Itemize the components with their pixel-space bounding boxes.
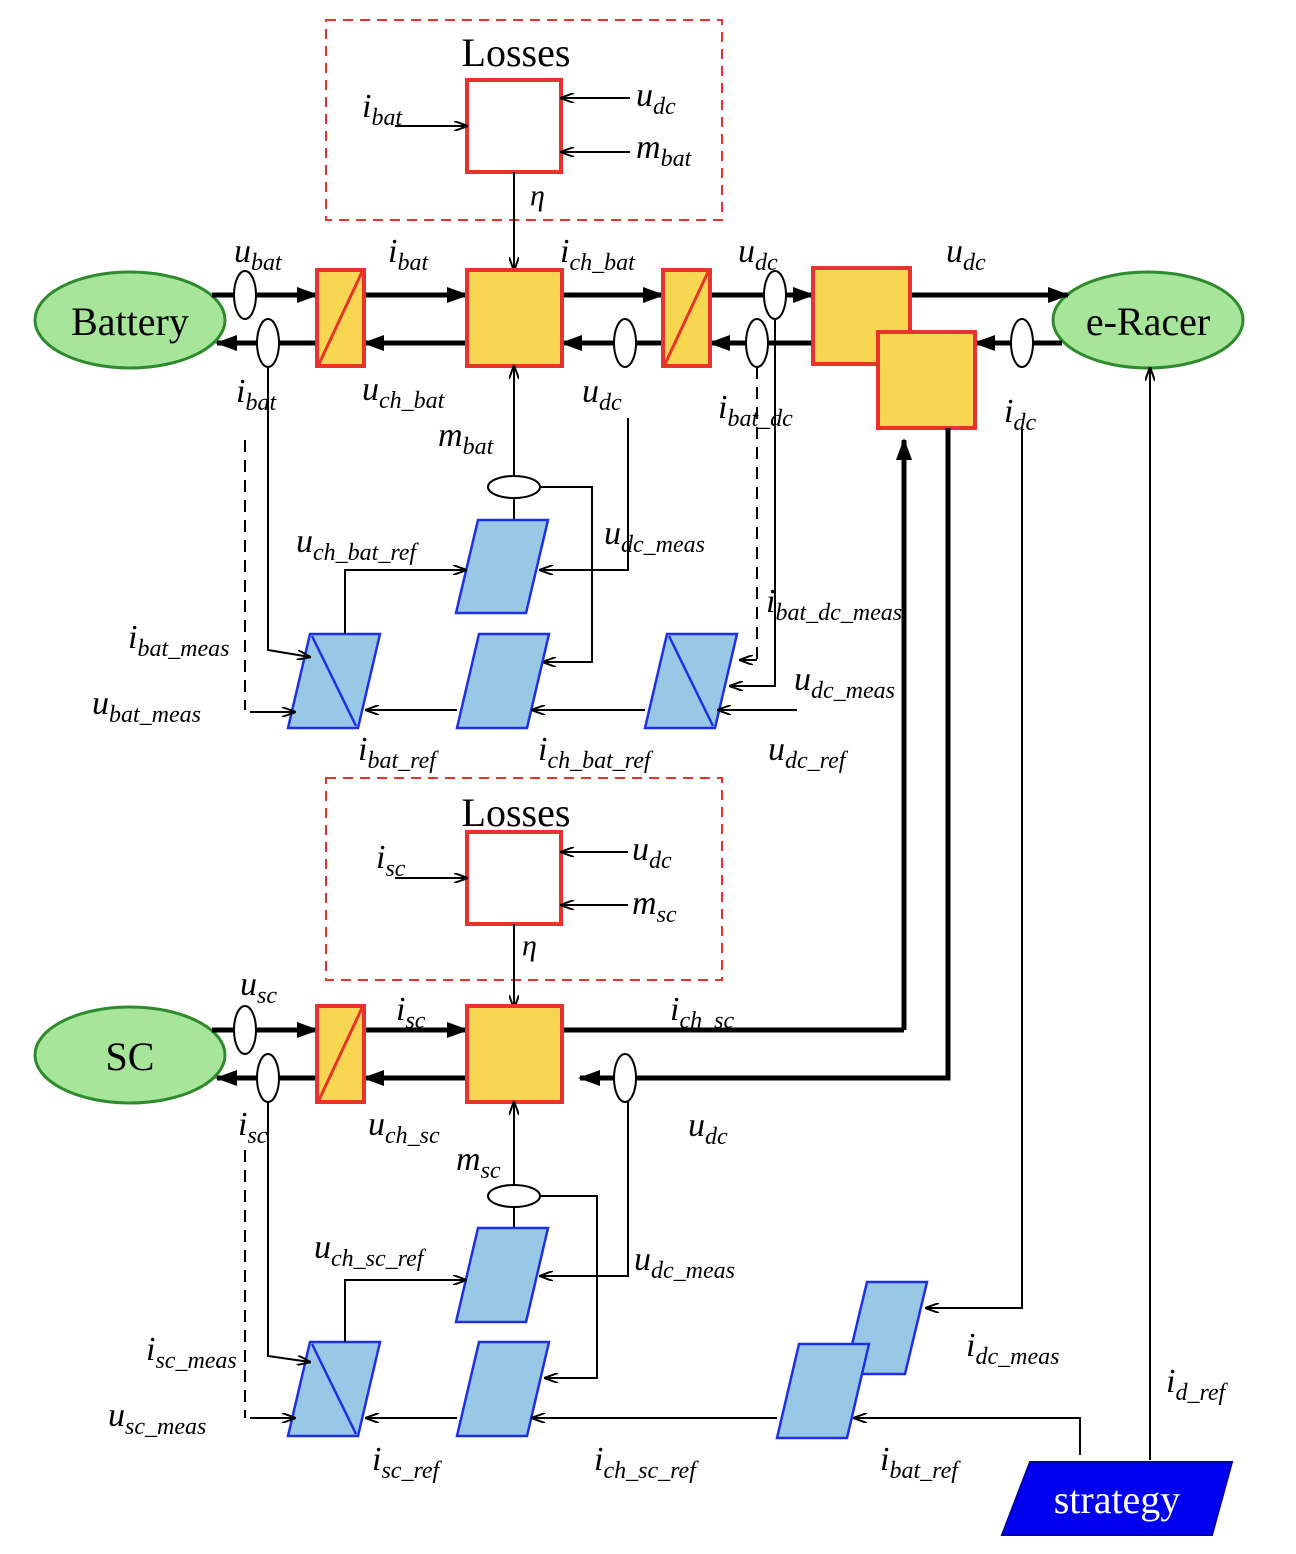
battery-label: Battery <box>71 299 189 344</box>
losses-bottom-frame <box>325 777 723 981</box>
control-block-ibatref <box>775 1342 871 1440</box>
eta-top: η <box>530 179 545 212</box>
eta-bottom: η <box>522 929 537 962</box>
label-u-dc-bot: udc <box>688 1107 728 1150</box>
control-block-uchbat <box>454 518 550 615</box>
label-u-dc-ref: udc_ref <box>768 731 849 774</box>
label-i-ch-sc-ref: ich_sc_ref <box>594 1441 699 1484</box>
label-i-bat-left: ibat <box>236 373 277 416</box>
label-m-sc: msc <box>456 1141 501 1184</box>
label-i-sc-ref: isc_ref <box>372 1441 443 1484</box>
label-i-bat-ref: ibat_ref <box>358 731 439 774</box>
sc-chopper-block <box>465 1004 564 1104</box>
label-top-loss-m: mbat <box>636 129 693 172</box>
control-block-ichbat <box>455 632 551 730</box>
label-u-dc-meas-1: udc_meas <box>604 515 705 558</box>
label-i-dc-meas: idc_meas <box>966 1327 1059 1370</box>
coupling-block-2 <box>876 330 977 430</box>
label-u-ch-sc-ref: uch_sc_ref <box>314 1229 427 1272</box>
label-bot-loss-m: msc <box>632 885 677 928</box>
battery-block <box>33 270 227 370</box>
losses-bottom-title: Losses <box>462 790 571 835</box>
strategy-block <box>1000 1461 1234 1536</box>
label-top-loss-i: ibat <box>362 88 403 131</box>
label-i-ch-bat: ich_bat <box>560 233 636 276</box>
sc-block <box>33 1005 227 1105</box>
label-m-bat: mbat <box>438 417 495 460</box>
label-u-dc-mid: udc <box>582 373 622 416</box>
label-i-ch-bat-ref: ich_bat_ref <box>538 731 654 774</box>
label-u-sc: usc <box>240 966 277 1009</box>
losses-bottom-block <box>465 830 563 926</box>
label-i-sc-meas: isc_meas <box>146 1331 237 1374</box>
label-i-sc-left: isc <box>238 1106 268 1149</box>
label-i-d-ref: id_ref <box>1166 1363 1229 1406</box>
label-i-ch-sc: ich_sc <box>670 991 734 1034</box>
battery-converter-2 <box>661 268 712 368</box>
battery-converter-1 <box>315 268 366 368</box>
label-u-sc-meas: usc_meas <box>108 1397 206 1440</box>
control-block-uchsc <box>454 1226 550 1324</box>
label-i-dc: idc <box>1004 393 1036 436</box>
losses-top-frame <box>325 19 723 221</box>
label-u-dc-meas-2: udc_meas <box>794 661 895 704</box>
label-i-bat-ref-2: ibat_ref <box>880 1441 961 1484</box>
sc-label: SC <box>106 1034 155 1079</box>
label-top-loss-u: udc <box>636 77 676 120</box>
label-i-bat-dc: ibat_dc <box>718 389 793 432</box>
losses-top-title: Losses <box>462 30 571 75</box>
losses-top-block <box>465 78 563 174</box>
battery-chopper-block <box>465 268 564 368</box>
label-u-dc-top1: udc <box>738 233 778 276</box>
label-bot-loss-u: udc <box>632 831 672 874</box>
strategy-label: strategy <box>1054 1477 1181 1522</box>
label-u-ch-bat: uch_bat <box>362 371 446 414</box>
label-u-bat: ubat <box>234 233 283 276</box>
control-block-ichsc <box>455 1340 551 1438</box>
label-i-bat-dc-meas: ibat_dc_meas <box>766 583 902 626</box>
eracer-label: e-Racer <box>1086 299 1210 344</box>
label-u-ch-bat-ref: uch_bat_ref <box>296 523 419 566</box>
label-u-ch-sc: uch_sc <box>368 1106 440 1149</box>
label-u-dc-top2: udc <box>946 233 986 276</box>
sc-converter <box>315 1004 366 1104</box>
label-i-bat-top: ibat <box>388 233 429 276</box>
label-u-dc-meas-3: udc_meas <box>634 1241 735 1284</box>
label-u-bat-meas: ubat_meas <box>92 685 201 728</box>
label-i-bat-meas: ibat_meas <box>128 619 229 662</box>
label-bot-loss-i: isc <box>376 839 406 882</box>
label-i-sc-top: isc <box>396 991 426 1034</box>
